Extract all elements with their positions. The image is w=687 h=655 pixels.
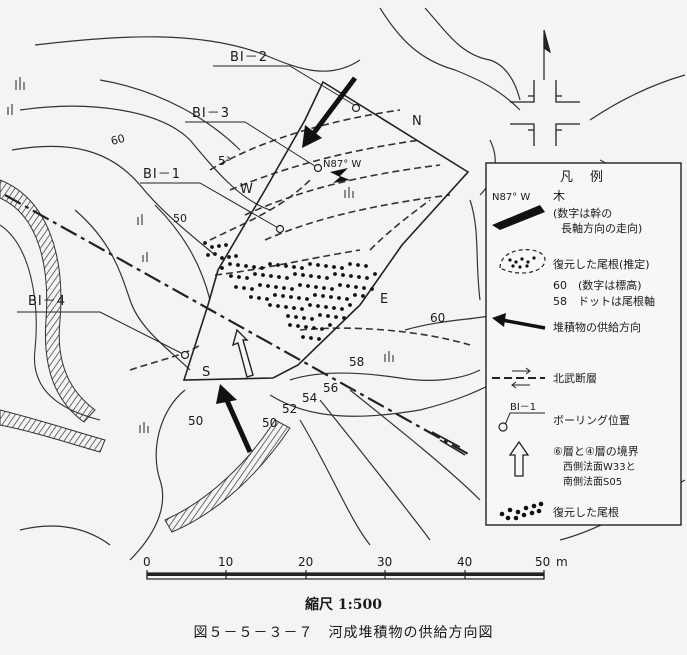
legend-ridge-dots xyxy=(508,256,536,269)
left-embankment-inner xyxy=(0,224,101,421)
vegetation-marks xyxy=(7,77,394,433)
legend-ridge-text: 復元した尾根(推定) xyxy=(553,257,650,271)
legend-boring-icon xyxy=(498,422,508,432)
contour-label-50b: 50 xyxy=(262,416,277,430)
scale-tick-20: 20 xyxy=(298,555,313,569)
scale-tick-50: 50 xyxy=(535,555,550,569)
contour-label-50c: 50 xyxy=(188,414,203,428)
intersection-icon xyxy=(510,80,580,146)
legend-boring-sample-label: BI－1 xyxy=(510,402,536,413)
excavation-area xyxy=(182,80,470,381)
lower-left-embankment xyxy=(0,409,106,453)
contour-label-52b: 52 xyxy=(282,402,297,416)
scale-title: 縮尺 1:500 xyxy=(304,597,382,613)
legend-ridge-restored-text: 復元した尾根 xyxy=(553,505,619,519)
borehole-label-bi2: BI－2 xyxy=(230,50,268,65)
legend-boundary-line1: ⑥層と④層の境界 xyxy=(553,444,639,458)
legend-supply-icon xyxy=(501,318,546,330)
legend-supply-text: 堆積物の供給方向 xyxy=(553,320,641,334)
legend-tree-sample-label: N87° W xyxy=(492,192,530,203)
fault-arrows xyxy=(431,431,466,456)
legend-tree-icon xyxy=(492,205,545,230)
legend-boring-text: ボーリング位置 xyxy=(553,413,630,427)
legend-elevation-line2: 58 ドットは尾根軸 xyxy=(553,294,655,308)
borehole-label-bi1: BI－1 xyxy=(143,167,181,182)
scale-bar: 0 10 20 30 40 50 m xyxy=(143,555,568,580)
contour-label-52: 5² xyxy=(218,154,231,168)
left-embankment xyxy=(0,179,96,423)
tree-symbol-map xyxy=(330,168,350,183)
tree-label-map: N87° W xyxy=(323,159,361,170)
legend: 凡 例 N87° W 木 (数字は幹の 長軸方向の走向) 復元した尾根(推定) … xyxy=(485,162,682,526)
direction-e: E xyxy=(380,292,388,307)
legend-boundary-icon xyxy=(508,440,530,477)
legend-title: 凡 例 xyxy=(560,170,605,185)
contour-label-54: 54 xyxy=(302,391,317,405)
contour-label-56: 56 xyxy=(323,381,338,395)
ridge-dots xyxy=(203,241,377,341)
supply-arrows xyxy=(216,76,357,454)
direction-n: N xyxy=(412,114,422,129)
contour-label-60a: 60 xyxy=(109,132,126,148)
legend-elevation-line1: 60 (数字は標高) xyxy=(553,278,642,292)
legend-boundary-line2: 西側法面W33と xyxy=(563,460,636,473)
scale-tick-30: 30 xyxy=(377,555,392,569)
legend-ridge-icon xyxy=(499,249,546,274)
contour-label-60b: 60 xyxy=(430,311,445,325)
boundary-arrow xyxy=(231,328,254,378)
scale-tick-40: 40 xyxy=(457,555,472,569)
figure-caption: 図５－５－３－７ 河成堆積物の供給方向図 xyxy=(193,625,494,641)
legend-tree-line2: (数字は幹の xyxy=(553,206,612,220)
legend-boundary-line3: 南側法面S05 xyxy=(563,475,622,488)
scale-tick-10: 10 xyxy=(218,555,233,569)
scale-tick-0: 0 xyxy=(143,555,151,569)
borehole-label-bi3: BI－3 xyxy=(192,106,230,121)
borehole-label-bi4: BI－4 xyxy=(28,294,66,309)
legend-fault-arrows xyxy=(511,367,531,389)
borehole-leaders xyxy=(17,65,357,356)
legend-ridge-restored-icon xyxy=(499,501,544,521)
legend-fault-text: 北武断層 xyxy=(553,371,597,385)
fault-line xyxy=(4,194,471,456)
direction-s: S xyxy=(202,365,210,380)
contour-label-50a: 50 xyxy=(173,212,187,225)
lower-embankment xyxy=(164,419,291,533)
borehole-markers xyxy=(180,103,361,360)
scale-unit: m xyxy=(556,555,568,569)
legend-tree-line3: 長軸方向の走向) xyxy=(561,221,642,235)
contour-label-58: 58 xyxy=(349,355,364,369)
direction-w: W xyxy=(240,182,253,197)
dashed-contours xyxy=(129,109,471,371)
north-arrow-icon xyxy=(543,29,552,80)
legend-tree-line1: 木 xyxy=(553,189,565,203)
